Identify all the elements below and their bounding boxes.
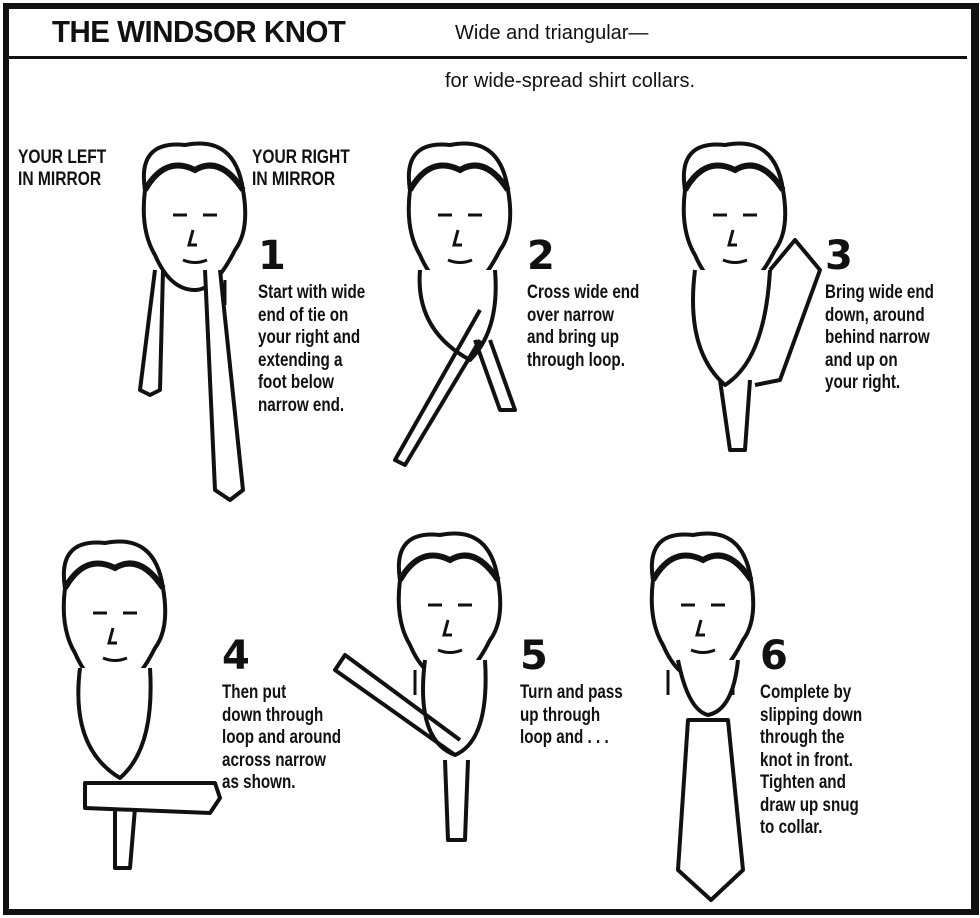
instruction-line: Complete by [760,682,852,703]
instruction-line: Start with wide [258,282,366,303]
instruction-line: over narrow [527,304,615,326]
tie-icon [393,269,517,467]
label-line: YOUR RIGHT [252,147,350,168]
instruction-line: loop and . . . [520,727,609,748]
instruction-line: narrow end. [258,394,345,416]
left-in-mirror-label: YOUR LEFT IN MIRROR [18,147,106,191]
instruction-line: Tighten and [760,772,846,793]
step-number: 6 [760,633,788,679]
head-icon [141,141,248,305]
instruction-line: foot below [258,372,334,393]
instruction-line: through the [760,727,845,748]
head-icon [649,531,756,695]
step-5-illustration [333,531,503,842]
right-in-mirror-label: YOUR RIGHT IN MIRROR [252,147,350,191]
instruction-line: across narrow [222,749,326,771]
diagram-frame [3,3,979,915]
instruction-line: through loop. [527,349,625,371]
tie-icon [138,269,245,502]
step-3-illustration [681,141,822,452]
tie-icon [691,238,822,452]
instruction-line: Cross wide end [527,282,640,303]
instruction-line: Bring wide end [825,282,934,303]
step-number: 1 [258,233,286,279]
instruction-line: your right and [258,327,361,348]
page-title: THE WINDSOR KNOT [52,14,346,49]
label-line: IN MIRROR [252,169,336,190]
head-icon [406,141,513,305]
head-icon [396,531,503,695]
instruction-line: and bring up [527,327,620,348]
tie-icon [76,667,222,870]
instruction-line: loop and around [222,727,342,748]
step-4-illustration [61,539,222,870]
instruction-line: your right. [825,372,901,393]
step-2-illustration [393,141,517,467]
header-divider [9,56,967,59]
subtitle-continued: for wide-spread shirt collars. [445,70,696,92]
step-6-illustration [649,531,756,902]
instruction-line: Turn and pass [520,682,623,703]
label-line: IN MIRROR [18,169,102,190]
instruction-line: up through [520,704,601,726]
instruction-line: to collar. [760,817,823,838]
step-number: 5 [520,633,548,679]
step-number: 3 [825,233,853,279]
header: THE WINDSOR KNOT [52,14,361,50]
instruction-line: extending a [258,349,343,371]
instruction-line: slipping down [760,704,863,726]
instruction-line: and up on [825,349,898,371]
instruction-line: down through [222,704,324,726]
instruction-line: down, around [825,304,925,326]
label-line: YOUR LEFT [18,147,107,168]
instruction-line: knot in front. [760,749,853,771]
step-1-illustration [138,141,248,502]
instruction-line: Then put [222,682,287,703]
tie-icon [676,659,745,902]
instruction-line: behind narrow [825,327,930,348]
step-number: 2 [527,233,555,279]
instruction-line: end of tie on [258,304,349,326]
instruction-line: as shown. [222,772,296,793]
instruction-line: draw up snug [760,794,859,816]
step-number: 4 [222,633,250,679]
subtitle: Wide and triangular— [455,22,649,44]
tie-icon [333,653,488,842]
